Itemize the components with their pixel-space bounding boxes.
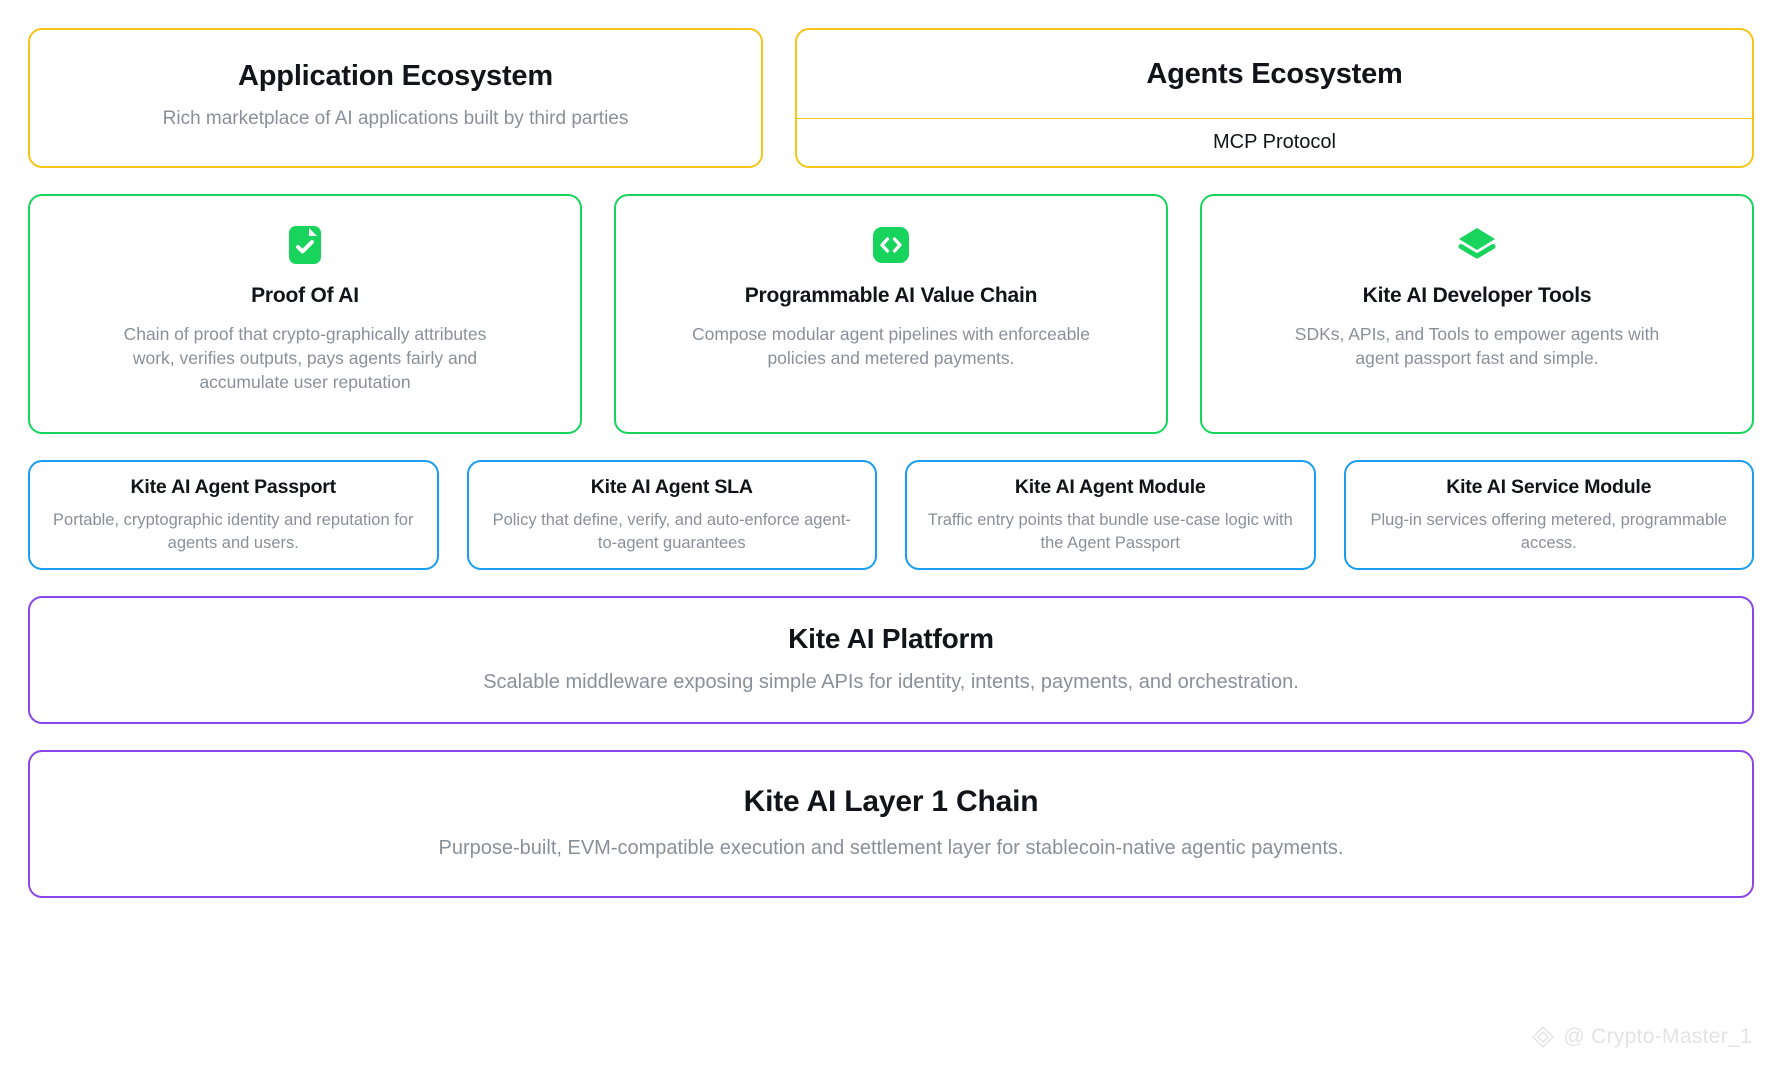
chain-layer-desc: Purpose-built, EVM-compatible execution … (438, 837, 1344, 860)
layers-icon (1458, 228, 1496, 259)
mcp-protocol-label: MCP Protocol (1212, 131, 1336, 153)
module-card-service-module: Kite AI Service Module Plug-in services … (1343, 460, 1754, 570)
feature-desc: Compose modular agent pipelines with enf… (692, 324, 1090, 369)
feature-title: Proof Of AI (251, 284, 359, 307)
code-brackets-icon (873, 227, 909, 263)
feature-icon-wrap (873, 222, 909, 268)
mcp-protocol-section: MCP Protocol (797, 119, 1752, 166)
feature-card-developer-tools: Kite AI Developer Tools SDKs, APIs, and … (1200, 194, 1754, 434)
platform-layer-title: Kite AI Platform (788, 623, 994, 655)
watermark: @ Crypto-Master_1 (1531, 1025, 1752, 1049)
module-row: Kite AI Agent Passport Portable, cryptog… (28, 460, 1754, 570)
feature-icon-wrap (1456, 222, 1498, 268)
document-check-icon (289, 226, 321, 264)
module-title: Kite AI Agent Module (1014, 475, 1206, 498)
feature-title: Kite AI Developer Tools (1362, 284, 1592, 307)
agents-ecosystem-divider (797, 118, 1752, 119)
watermark-handle: @ Crypto-Master_1 (1563, 1025, 1752, 1048)
diamond-logo-icon (1532, 1026, 1555, 1048)
feature-card-proof-of-ai: Proof Of AI Chain of proof that crypto-g… (28, 194, 582, 434)
application-ecosystem-desc: Rich marketplace of AI applications buil… (162, 107, 629, 129)
platform-layer-desc: Scalable middleware exposing simple APIs… (483, 671, 1299, 694)
module-desc: Policy that define, verify, and auto-enf… (492, 510, 851, 552)
ecosystem-row: Application Ecosystem Rich marketplace o… (28, 28, 1754, 168)
module-desc: Portable, cryptographic identity and rep… (53, 510, 414, 552)
application-ecosystem-card: Application Ecosystem Rich marketplace o… (28, 28, 763, 168)
feature-title: Programmable AI Value Chain (744, 284, 1038, 307)
application-ecosystem-title: Application Ecosystem (238, 59, 553, 92)
chain-layer-card: Kite AI Layer 1 Chain Purpose-built, EVM… (28, 750, 1754, 898)
module-card-agent-sla: Kite AI Agent SLA Policy that define, ve… (466, 460, 877, 570)
feature-row: Proof Of AI Chain of proof that crypto-g… (28, 194, 1754, 434)
feature-desc: Chain of proof that crypto-graphically a… (123, 324, 487, 393)
platform-layer-card: Kite AI Platform Scalable middleware exp… (28, 596, 1754, 724)
agents-ecosystem-card: Agents Ecosystem MCP Protocol (795, 28, 1754, 168)
feature-icon-wrap (289, 222, 321, 268)
agents-ecosystem-title: Agents Ecosystem (1146, 57, 1403, 90)
chain-layer-title: Kite AI Layer 1 Chain (743, 785, 1039, 819)
module-desc: Plug-in services offering metered, progr… (1370, 510, 1727, 552)
feature-desc: SDKs, APIs, and Tools to empower agents … (1294, 324, 1660, 369)
module-desc: Traffic entry points that bundle use-cas… (927, 510, 1293, 552)
module-title: Kite AI Agent Passport (130, 475, 337, 498)
module-card-agent-passport: Kite AI Agent Passport Portable, cryptog… (28, 460, 439, 570)
module-title: Kite AI Service Module (1446, 475, 1652, 498)
module-title: Kite AI Agent SLA (590, 475, 753, 498)
agents-ecosystem-header: Agents Ecosystem (797, 30, 1752, 118)
feature-card-programmable-value-chain: Programmable AI Value Chain Compose modu… (614, 194, 1168, 434)
module-card-agent-module: Kite AI Agent Module Traffic entry point… (905, 460, 1316, 570)
